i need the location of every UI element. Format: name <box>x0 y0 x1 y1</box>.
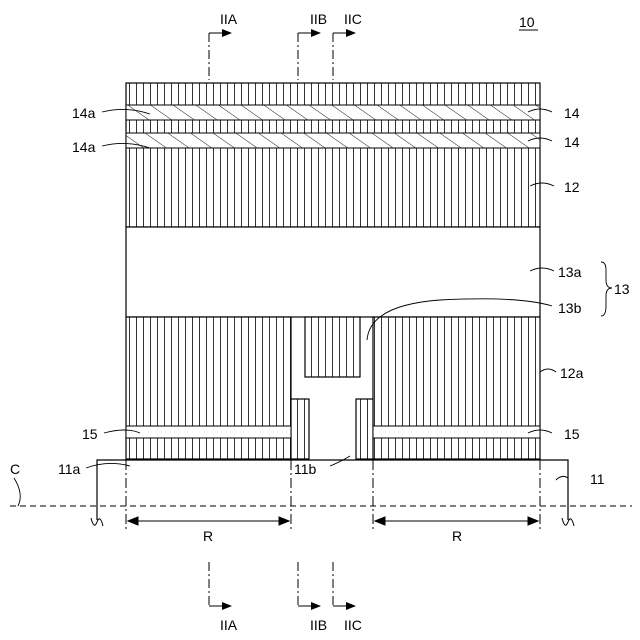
label-15-left: 15 <box>82 426 98 442</box>
section-top-iic: IIC <box>344 11 362 27</box>
label-14-1: 14 <box>564 105 580 121</box>
label-11a: 11a <box>58 461 81 477</box>
label-r-right: R <box>452 528 462 544</box>
region-13a <box>126 227 540 317</box>
dimension-r-left <box>128 517 289 525</box>
label-12: 12 <box>564 179 580 195</box>
leader-c <box>14 478 20 506</box>
section-marks-bottom <box>209 562 352 606</box>
label-13b: 13b <box>558 300 582 316</box>
label-14a-1: 14a <box>72 105 96 121</box>
label-c: C <box>10 461 20 477</box>
post-left <box>291 399 309 459</box>
figure-number: 10 <box>519 14 535 30</box>
layer-14-band-1 <box>126 105 540 120</box>
section-bottom-iib: IIB <box>310 617 327 633</box>
label-15-right: 15 <box>564 426 580 442</box>
label-r-left: R <box>203 528 213 544</box>
section-bottom-iia: IIA <box>220 617 238 633</box>
label-12a: 12a <box>560 365 584 381</box>
substrate-11 <box>97 460 568 520</box>
post-right <box>356 399 373 459</box>
label-13: 13 <box>614 281 630 297</box>
dimension-r-right <box>375 517 538 525</box>
band-15-right <box>373 426 540 438</box>
section-top-iia: IIA <box>220 11 238 27</box>
label-13a: 13a <box>558 264 582 280</box>
label-11: 11 <box>590 471 605 487</box>
band-15-left <box>126 426 291 438</box>
region-boundaries <box>126 460 540 530</box>
layer-14-band-2 <box>126 133 540 148</box>
section-bottom-iic: IIC <box>344 617 362 633</box>
label-14a-2: 14a <box>72 139 96 155</box>
section-marks-top <box>209 33 352 80</box>
section-top-iib: IIB <box>310 11 327 27</box>
block-center <box>305 317 360 377</box>
label-11b: 11b <box>294 461 317 477</box>
label-14-2: 14 <box>564 134 580 150</box>
